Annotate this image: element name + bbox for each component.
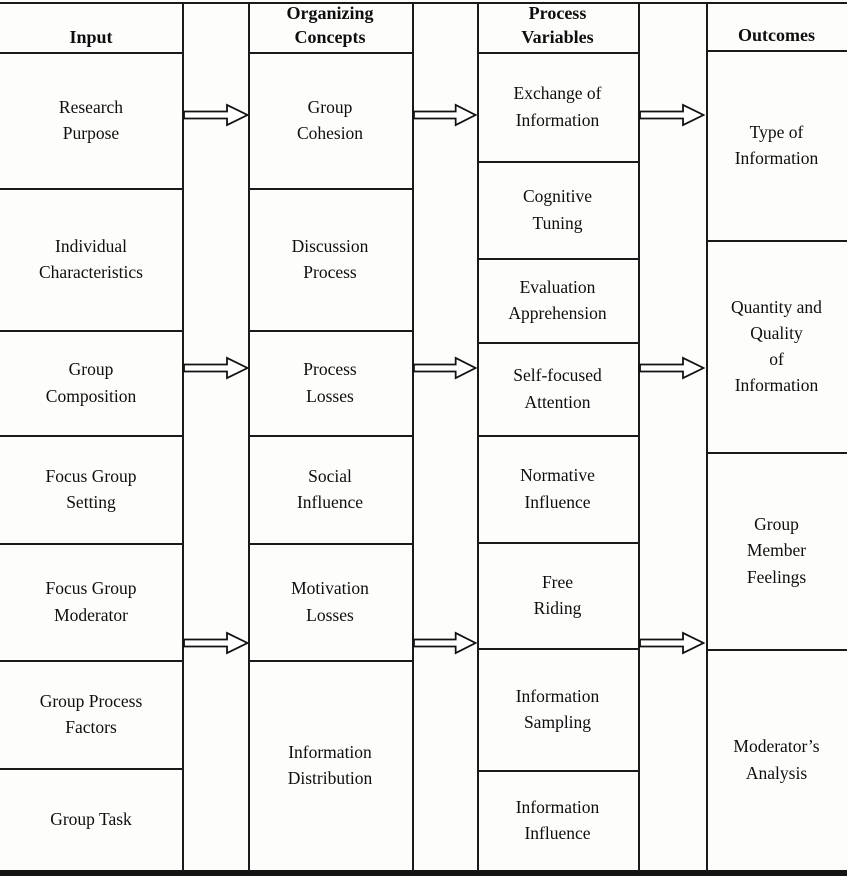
row-divider [477,342,640,344]
row-divider [477,161,640,163]
row-divider [706,240,847,242]
row-divider [0,660,184,662]
column-divider [706,2,708,871]
table-bottom-border [0,870,847,876]
row-divider [0,52,184,54]
header-outcomes: Outcomes [738,24,815,45]
cell-information-influence: Information Influence [515,796,600,843]
right-arrow-icon [183,355,249,381]
cell-free-riding: Free Riding [533,571,582,618]
cell-self-focused-attention: Self-focused Attention [513,365,602,412]
row-divider [248,330,414,332]
right-arrow-icon [413,355,477,381]
row-divider [248,435,414,437]
cell-group-member-feelings: Group Member Feelings [746,514,807,587]
cell-group-task: Group Task [50,808,132,829]
row-divider [248,52,414,54]
cell-moderators-analysis: Moderator’s Analysis [733,736,820,783]
cell-discussion-process: Discussion Process [291,235,369,282]
header-input: Input [69,26,113,47]
cell-research-purpose: Research Purpose [58,96,124,143]
cell-process-losses: Process Losses [303,359,357,406]
cell-information-distribution: Information Distribution [287,741,373,788]
cell-motivation-losses: Motivation Losses [291,578,369,625]
row-divider [477,258,640,260]
row-divider [0,435,184,437]
right-arrow-icon [413,102,477,128]
right-arrow-icon [413,630,477,656]
row-divider [0,768,184,770]
cell-group-process-factors: Group Process Factors [39,690,143,737]
cell-normative-influence: Normative Influence [520,465,595,512]
right-arrow-icon [639,355,705,381]
row-divider [248,660,414,662]
cell-social-influence: Social Influence [296,465,364,512]
cell-focus-group-setting: Focus Group Setting [45,465,137,512]
cell-individual-characteristics: Individual Characteristics [39,235,143,282]
right-arrow-icon [183,630,249,656]
cell-evaluation-apprehension: Evaluation Apprehension [508,276,607,323]
row-divider [0,330,184,332]
cell-cognitive-tuning: Cognitive Tuning [522,186,593,233]
right-arrow-icon [639,630,705,656]
header-organizing-concepts: Organizing Concepts [286,3,374,47]
cell-information-sampling: Information Sampling [515,685,600,732]
row-divider [0,543,184,545]
row-divider [477,435,640,437]
cell-type-of-information: Type of Information [734,121,819,168]
row-divider [477,770,640,772]
cell-group-composition: Group Composition [45,359,137,406]
header-process-variables: Process Variables [521,3,594,47]
row-divider [0,188,184,190]
row-divider [477,52,640,54]
cell-exchange-of-information: Exchange of Information [513,83,602,130]
row-divider [248,188,414,190]
row-divider [248,543,414,545]
right-arrow-icon [183,102,249,128]
row-divider [706,649,847,651]
cell-group-cohesion: Group Cohesion [296,96,364,143]
cell-focus-group-moderator: Focus Group Moderator [45,578,137,625]
right-arrow-icon [639,102,705,128]
row-divider [477,542,640,544]
row-divider [477,648,640,650]
table-top-border [0,2,847,4]
row-divider [706,50,847,52]
cell-quantity-quality-information: Quantity and Quality of Information [731,296,822,396]
row-divider [706,452,847,454]
